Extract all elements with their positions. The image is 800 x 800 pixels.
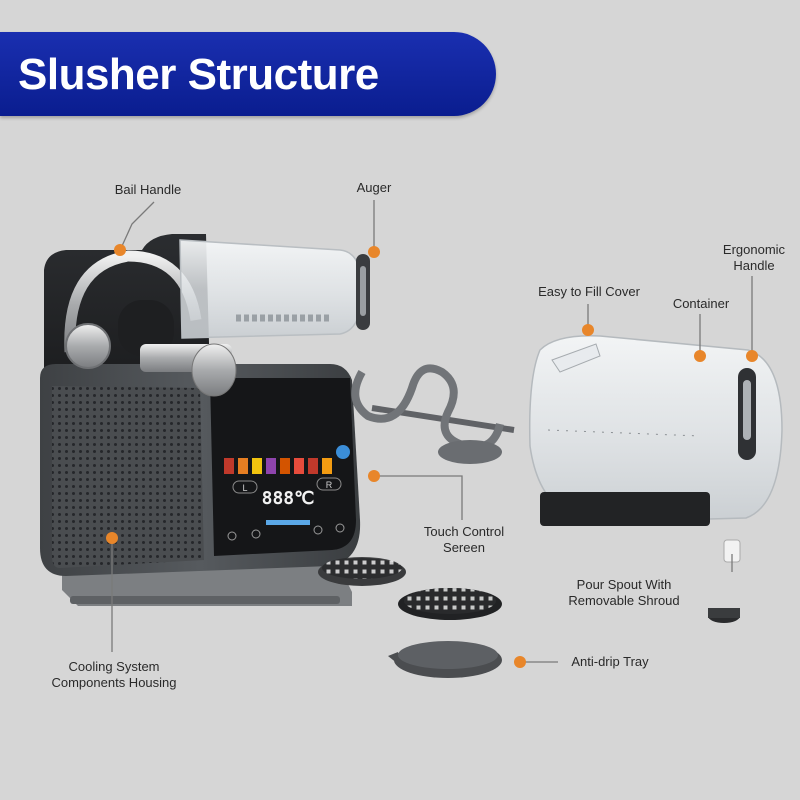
label-auger: Auger xyxy=(356,180,392,195)
label-bail-handle: Bail Handle xyxy=(114,182,182,197)
callout-dots xyxy=(106,244,758,668)
motor-cap xyxy=(118,300,174,356)
temperature-display: 888℃ xyxy=(262,488,315,509)
label-pour-spout: Pour Spout With Removable Shroud xyxy=(568,577,680,608)
cooling-grille xyxy=(52,386,204,568)
exploded-container xyxy=(528,335,783,523)
label-easy-fill-cover: Easy to Fill Cover xyxy=(538,284,640,299)
panel-button-b[interactable] xyxy=(251,529,261,539)
panel-button-a[interactable] xyxy=(227,531,237,541)
bail-hub xyxy=(65,323,111,369)
exploded-auger xyxy=(351,364,515,464)
left-button-frame xyxy=(232,480,258,494)
left-button[interactable]: L xyxy=(242,483,247,493)
label-container: Container xyxy=(672,296,730,311)
power-indicator xyxy=(336,445,350,459)
fill-cover xyxy=(551,343,601,373)
flavor-icons xyxy=(224,458,332,474)
label-cooling-system: Cooling System Components Housing xyxy=(51,659,177,690)
panel-button-c[interactable] xyxy=(313,525,323,535)
base-foot xyxy=(70,596,340,604)
label-anti-drip-tray: Anti-drip Tray xyxy=(571,654,649,669)
leader-lines xyxy=(111,200,753,663)
right-button-frame xyxy=(316,477,342,491)
title-banner xyxy=(0,32,496,116)
right-button[interactable]: R xyxy=(326,480,333,490)
front-knob xyxy=(191,343,237,397)
panel-button-d[interactable] xyxy=(335,523,345,533)
page-title: Slusher Structure xyxy=(18,50,379,99)
label-touch-control: Touch Control Sereen xyxy=(423,524,505,555)
container-base xyxy=(540,492,710,526)
level-bar xyxy=(266,520,310,525)
label-ergonomic-handle: Ergonomic Handle xyxy=(722,242,786,273)
rear-container xyxy=(179,239,363,339)
